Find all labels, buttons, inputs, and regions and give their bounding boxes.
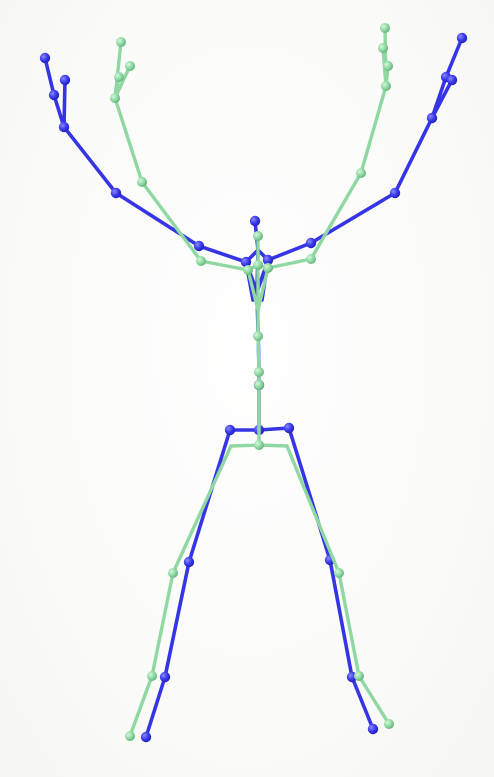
green-joint-rwr bbox=[381, 81, 391, 91]
green-joint-lh3 bbox=[114, 72, 124, 82]
blue-joint-lsh bbox=[193, 240, 205, 252]
green-bone-lknee-lankle bbox=[150, 571, 175, 678]
skeleton-blue bbox=[39, 32, 468, 743]
blue-joint-head bbox=[249, 215, 261, 227]
green-bone-spine1-spine2 bbox=[256, 334, 261, 374]
green-bone-rhip-rknee bbox=[285, 444, 341, 575]
green-joint-rsh bbox=[306, 254, 316, 264]
blue-joint-lhip bbox=[224, 424, 236, 436]
green-joint-spine1 bbox=[253, 331, 263, 341]
green-joint-spine3 bbox=[254, 380, 264, 390]
blue-joint-lhand bbox=[48, 89, 60, 101]
green-joint-lknee bbox=[168, 568, 178, 578]
green-joint-rh3 bbox=[378, 43, 388, 53]
green-joint-lelb bbox=[137, 177, 147, 187]
green-bone-rclav-rsh bbox=[266, 257, 313, 270]
green-bone-rankle-rfoot bbox=[357, 674, 391, 726]
green-joint-rh2 bbox=[383, 61, 393, 71]
green-joint-lclav bbox=[243, 265, 253, 275]
green-joint-lwr bbox=[110, 93, 120, 103]
blue-bone-rknee-rankle bbox=[328, 558, 354, 679]
green-joint-neck bbox=[253, 260, 263, 270]
green-bone-lelb-lwr bbox=[113, 96, 144, 184]
green-bone-lclav-lsh bbox=[199, 259, 250, 272]
skeleton-green bbox=[110, 23, 394, 741]
blue-joint-relb bbox=[389, 187, 401, 199]
blue-bone-rclav-rsh bbox=[266, 241, 313, 262]
blue-joint-rclav bbox=[262, 254, 274, 266]
blue-joint-lclav bbox=[240, 256, 252, 268]
green-joint-head bbox=[253, 231, 263, 241]
blue-bone-rhand-rf1 bbox=[444, 36, 464, 79]
green-joint-lankle bbox=[147, 671, 157, 681]
green-joint-lfoot bbox=[125, 731, 135, 741]
green-joint-rh1 bbox=[380, 23, 390, 33]
green-bone-lsh-lelb bbox=[140, 180, 203, 263]
blue-bone-relb-rwr bbox=[393, 116, 434, 195]
blue-joint-rf2 bbox=[446, 74, 458, 86]
blue-joint-lelb bbox=[110, 187, 122, 199]
blue-joint-lankle bbox=[159, 671, 171, 683]
green-joint-rfoot bbox=[384, 719, 394, 729]
blue-bone-rankle-rfoot bbox=[350, 675, 375, 731]
blue-joint-rfoot bbox=[367, 723, 379, 735]
blue-joint-lf2 bbox=[59, 74, 71, 86]
blue-joint-rwr bbox=[426, 112, 438, 124]
green-bone-rsh-relb bbox=[309, 171, 363, 261]
blue-joint-rsh bbox=[305, 237, 317, 249]
blue-joint-lf1 bbox=[39, 52, 51, 64]
blue-bone-rwr-rf2 bbox=[430, 78, 454, 120]
green-joint-rankle bbox=[354, 671, 364, 681]
blue-bone-lelb-lwr bbox=[62, 125, 118, 195]
green-bone-rknee-rankle bbox=[337, 571, 361, 678]
green-joint-relb bbox=[356, 168, 366, 178]
green-bone-rclav-chest bbox=[256, 266, 270, 312]
blue-bone-lknee-lankle bbox=[163, 560, 191, 679]
green-bone-lankle-lfoot bbox=[128, 674, 154, 738]
blue-bone-lhand-lf1 bbox=[43, 56, 56, 97]
green-joint-rclav bbox=[263, 263, 273, 273]
green-bone-relb-rwr bbox=[359, 84, 388, 175]
green-joint-pelvis bbox=[254, 440, 264, 450]
blue-bone-lclav-lsh bbox=[197, 244, 248, 264]
blue-joint-rhip bbox=[283, 422, 295, 434]
green-joint-lh1 bbox=[116, 37, 126, 47]
blue-joint-lknee bbox=[183, 556, 195, 568]
blue-joint-lfoot bbox=[140, 731, 152, 743]
blue-joint-lwr bbox=[58, 121, 70, 133]
green-bone-lhip-lknee bbox=[171, 444, 233, 575]
green-joint-lsh bbox=[196, 256, 206, 266]
blue-bone-lwr-lf2 bbox=[62, 78, 67, 129]
green-bone-lclav-chest bbox=[246, 268, 260, 312]
green-joint-rknee bbox=[334, 568, 344, 578]
green-joint-spine2 bbox=[254, 367, 264, 377]
green-joint-lh2 bbox=[125, 61, 135, 71]
blue-bone-lankle-lfoot bbox=[144, 675, 167, 739]
blue-joint-rf1 bbox=[456, 32, 468, 44]
